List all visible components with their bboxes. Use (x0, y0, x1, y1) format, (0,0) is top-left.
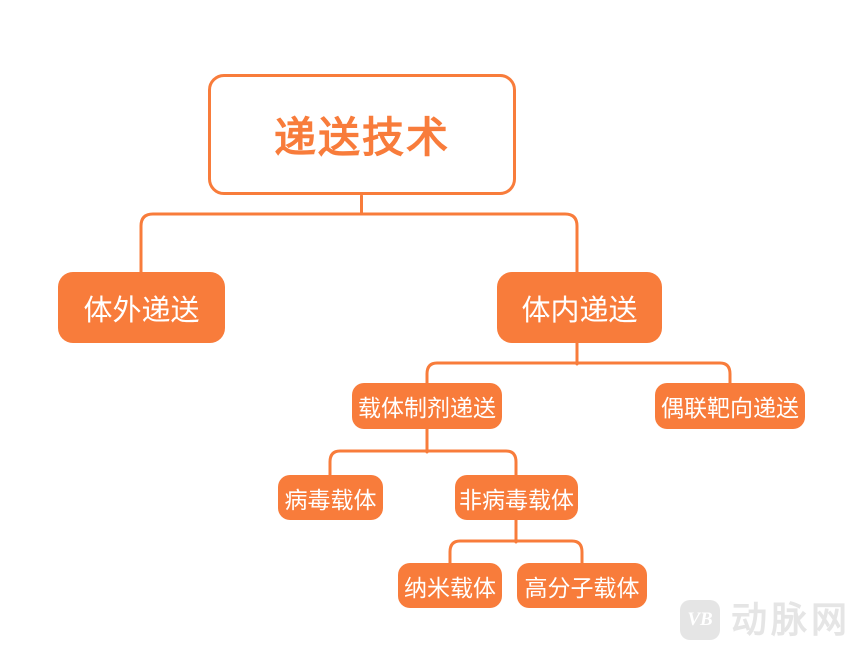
node-nonviral-vector: 非病毒载体 (455, 475, 578, 520)
node-delivery-technology-root: 递送技术 (208, 74, 516, 195)
node-nano-carrier: 纳米载体 (398, 563, 502, 608)
node-in-vitro-delivery: 体外递送 (58, 272, 225, 343)
node-polymer-carrier: 高分子载体 (517, 563, 647, 608)
level4-bracket-line (448, 539, 584, 566)
watermark: VB 动脉网 (680, 600, 851, 640)
vb-logo-icon: VB (680, 600, 720, 640)
node-conjugate-targeted-delivery: 偶联靶向递送 (655, 383, 805, 429)
level1-bracket-line (139, 212, 579, 274)
node-viral-vector: 病毒载体 (278, 475, 383, 520)
node-in-vivo-delivery: 体内递送 (497, 272, 662, 343)
watermark-brand-text: 动脉网 (731, 599, 852, 640)
node-carrier-formulation-delivery: 载体制剂递送 (352, 383, 502, 429)
level2-bracket-line (425, 361, 732, 386)
level3-bracket-line (328, 449, 518, 478)
